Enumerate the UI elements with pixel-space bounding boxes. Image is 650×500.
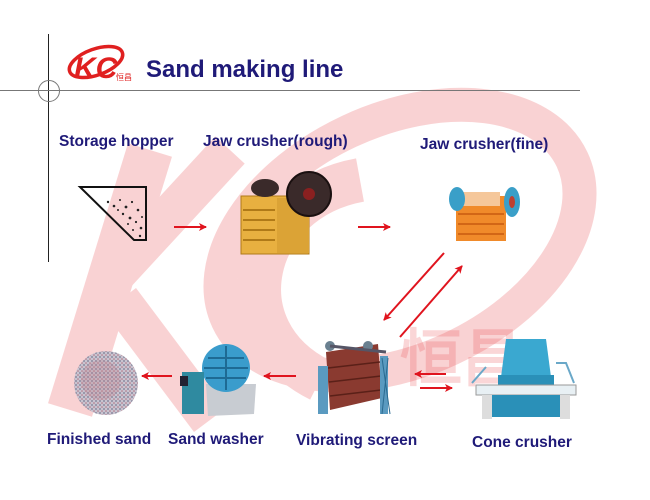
logo-chinese: 恒昌 [116,72,132,82]
label-storage-hopper: Storage hopper [59,133,174,150]
page-title: Sand making line [146,56,344,83]
finished-sand-image [74,351,138,415]
label-sand-washer: Sand washer [168,431,264,448]
label-vibrating-screen: Vibrating screen [296,432,418,449]
arrow-screen-to-fine [399,265,463,338]
arrow-fine-to-screen [383,252,445,321]
storage-hopper-image [77,186,147,241]
label-jaw-crusher-rough: Jaw crusher(rough) [203,133,348,150]
jaw-crusher-rough-image [240,171,332,255]
jaw-crusher-fine-image [449,187,520,241]
label-cone-crusher: Cone crusher [472,434,572,451]
cone-crusher-image [471,339,577,419]
horizontal-guide-line [0,90,580,91]
sand-washer-image [180,344,256,416]
company-logo: KC 恒昌 [67,44,132,85]
vertical-guide-line [48,34,49,262]
logo-text: KC [74,52,119,85]
crosshair-circle-icon [38,80,60,102]
vibrating-screen-image [318,341,391,415]
label-finished-sand: Finished sand [47,431,152,448]
label-jaw-crusher-fine: Jaw crusher(fine) [420,136,549,153]
